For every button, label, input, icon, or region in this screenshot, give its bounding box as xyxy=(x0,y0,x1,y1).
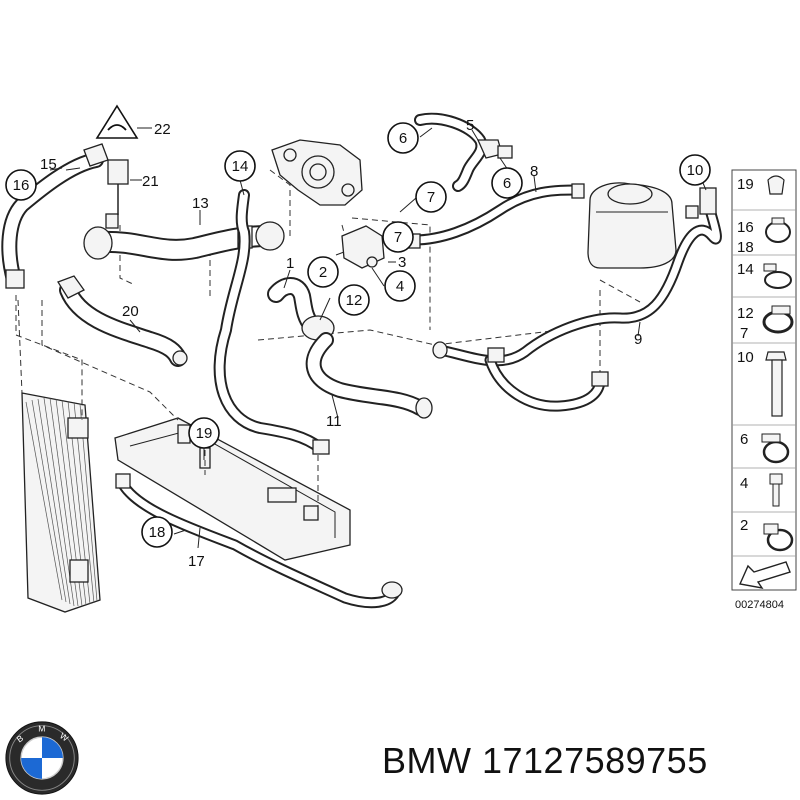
warning-triangle-icon xyxy=(95,104,139,139)
callout-7a: 7 xyxy=(427,189,435,206)
hose-14 xyxy=(213,189,330,455)
callout-circle-19 xyxy=(188,417,220,449)
callout-12: 12 xyxy=(346,292,363,309)
callout-14: 14 xyxy=(232,158,249,175)
callouts: 22 21 15 16 13 14 1 12 2 3 4 7 7 6 5 6 8… xyxy=(5,117,711,570)
callout-2: 2 xyxy=(319,264,327,281)
hose-1 xyxy=(267,277,335,341)
thermostat-housing xyxy=(341,225,385,269)
callout-circle-4 xyxy=(384,270,416,302)
callout-circle-12 xyxy=(338,284,370,316)
callout-circle-7a xyxy=(415,181,447,213)
callout-21: 21 xyxy=(142,173,159,190)
callout-circle-7b xyxy=(382,221,414,253)
callout-19: 19 xyxy=(196,425,213,442)
callout-6b: 6 xyxy=(503,175,511,192)
legend-7: 7 xyxy=(740,325,748,342)
hose-15 xyxy=(1,143,109,289)
legend-4: 4 xyxy=(740,475,748,492)
legend-16: 16 xyxy=(737,219,754,236)
worm-clamp-icon xyxy=(762,305,794,334)
callout-5: 5 xyxy=(466,117,474,134)
spring-clamp-icon xyxy=(761,433,790,464)
callout-1: 1 xyxy=(286,255,294,272)
callout-3: 3 xyxy=(398,254,406,271)
hose-20 xyxy=(57,275,188,367)
callout-circle-16 xyxy=(5,169,37,201)
callout-13: 13 xyxy=(192,195,209,212)
callout-18: 18 xyxy=(149,524,166,541)
callout-10: 10 xyxy=(687,162,704,179)
legend-2: 2 xyxy=(740,517,748,534)
legend-10: 10 xyxy=(737,349,754,366)
hose-lower-right xyxy=(484,347,609,412)
part-number-caption: BMW 17127589755 xyxy=(382,740,708,781)
callout-17: 17 xyxy=(188,553,205,570)
callout-15: 15 xyxy=(40,156,57,173)
legend-12: 12 xyxy=(737,305,754,322)
bolt-icon xyxy=(765,351,787,417)
clamp-icon xyxy=(765,217,791,243)
callout-20: 20 xyxy=(122,303,139,320)
direction-arrow-icon xyxy=(738,561,791,589)
legend-6: 6 xyxy=(740,431,748,448)
hose-clamp-icon xyxy=(763,263,792,289)
callout-4: 4 xyxy=(396,278,404,295)
hose-5 xyxy=(414,112,513,192)
hose-clip-icon xyxy=(763,523,794,552)
radiator xyxy=(21,392,101,613)
temperature-sensor xyxy=(107,159,129,215)
legend-14: 14 xyxy=(737,261,754,278)
reference-code: 00274804 xyxy=(735,599,784,611)
callout-11: 11 xyxy=(326,413,342,430)
callout-8: 8 xyxy=(530,163,538,180)
legend-19: 19 xyxy=(737,176,754,193)
hose-13 xyxy=(83,213,285,261)
callout-16: 16 xyxy=(13,177,30,194)
callout-circle-10 xyxy=(679,154,711,186)
water-pump-housing xyxy=(271,139,363,206)
callout-circle-6b xyxy=(491,167,523,199)
callout-7b: 7 xyxy=(394,229,402,246)
callout-circle-6a xyxy=(387,122,419,154)
callout-circle-14 xyxy=(224,150,256,182)
legend-18: 18 xyxy=(737,239,754,256)
hose-17 xyxy=(115,473,403,609)
callout-22: 22 xyxy=(154,121,171,138)
small-parts-legend: 19 16 18 14 12 7 10 6 4 xyxy=(731,169,797,591)
callout-leaders xyxy=(49,127,707,549)
bmw-logo: B M W xyxy=(5,721,79,795)
callout-circle-18 xyxy=(141,516,173,548)
expansion-tank xyxy=(587,182,677,269)
svg-text:B: B xyxy=(15,733,26,745)
callout-9: 9 xyxy=(634,331,642,348)
callout-circle-2 xyxy=(307,256,339,288)
hose-11 xyxy=(305,332,433,419)
oil-cooler xyxy=(114,417,351,561)
callout-6a: 6 xyxy=(399,130,407,147)
hose-9 xyxy=(432,187,722,367)
screw-icon xyxy=(769,473,783,507)
svg-text:M: M xyxy=(38,723,45,733)
clip-icon xyxy=(767,175,785,195)
